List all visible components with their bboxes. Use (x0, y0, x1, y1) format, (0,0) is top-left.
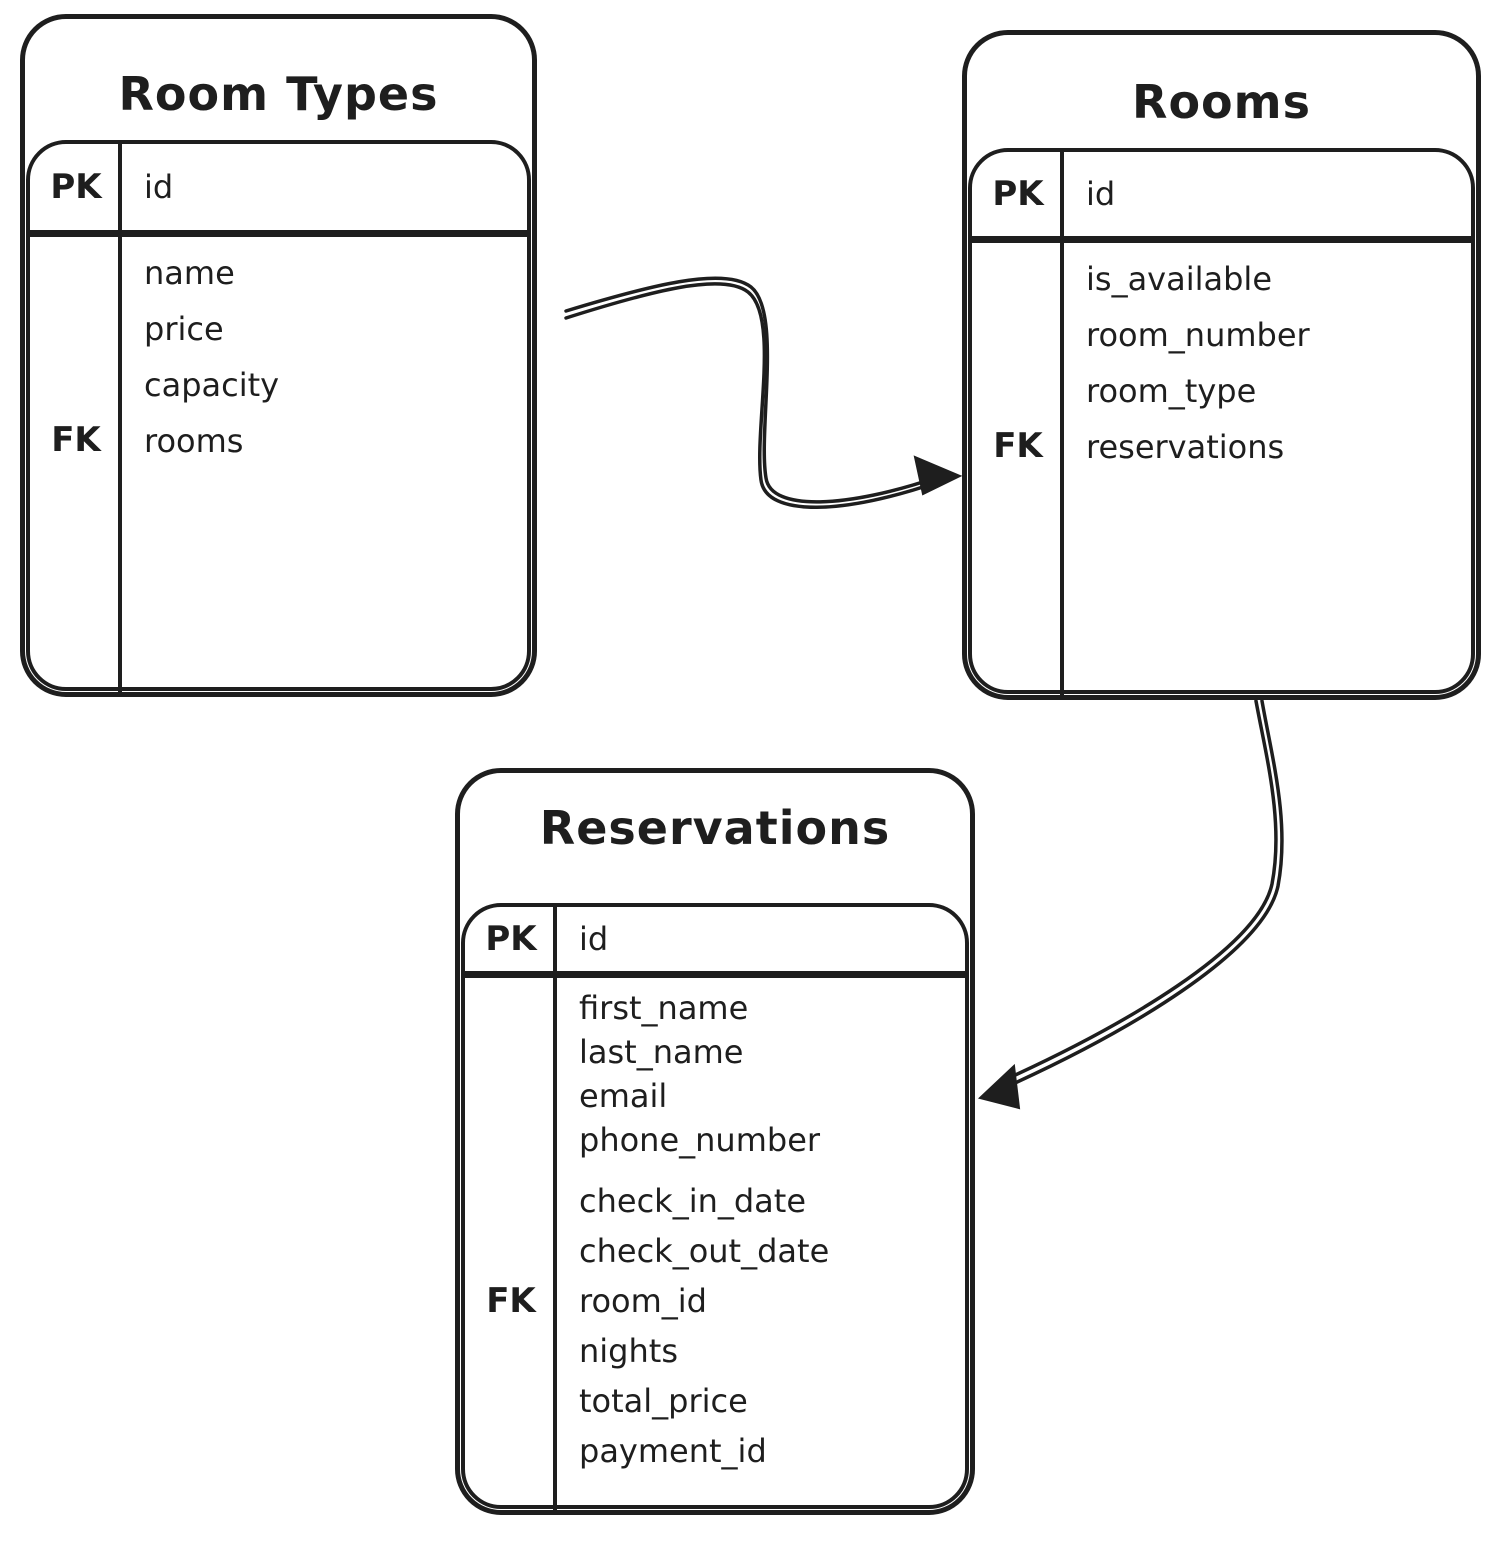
field-list: first_name last_name email phone_number … (465, 978, 965, 1476)
pk-field: id (579, 920, 609, 958)
field-row: room_id (579, 1282, 707, 1320)
entity-table-room-types[interactable]: Room Types PK id name price capacity roo… (20, 14, 537, 697)
primary-key-row: PK id (30, 144, 527, 237)
key-column-divider (553, 907, 557, 1514)
field-row: check_out_date (579, 1232, 830, 1270)
fk-label: FK (993, 426, 1043, 466)
fk-label: FK (51, 420, 101, 460)
field-row: room_type (1086, 372, 1257, 410)
field-list: is_available room_number room_type reser… (972, 243, 1471, 475)
field-row: is_available (1086, 260, 1272, 298)
primary-key-row: PK id (465, 907, 965, 978)
field-row: last_name (579, 1033, 744, 1071)
pk-field: id (1086, 175, 1116, 213)
field-list: name price capacity rooms (30, 237, 527, 469)
field-row: check_in_date (579, 1182, 807, 1220)
primary-key-row: PK id (972, 152, 1471, 243)
field-row: total_price (579, 1382, 748, 1420)
key-column-divider (1060, 152, 1064, 699)
field-row: rooms (144, 422, 244, 460)
relation-arrow-rooms-to-reservations[interactable] (977, 699, 1284, 1110)
entity-fields-panel: PK id name price capacity rooms FK (26, 140, 531, 696)
field-row: reservations (1086, 428, 1285, 466)
entity-fields-panel: PK id is_available room_number room_type… (968, 148, 1475, 699)
field-row: payment_id (579, 1432, 767, 1470)
pk-label: PK (50, 167, 102, 207)
field-row: room_number (1086, 316, 1310, 354)
field-row: email (579, 1077, 668, 1115)
field-row: name (144, 254, 235, 292)
field-row: phone_number (579, 1121, 821, 1159)
entity-title: Room Types (118, 67, 439, 121)
pk-label: PK (485, 919, 537, 959)
entity-table-reservations[interactable]: Reservations PK id first_name last_name … (455, 768, 975, 1515)
relation-arrow-room-types-to-rooms[interactable] (564, 276, 963, 509)
key-column-divider (118, 144, 122, 696)
entity-title: Reservations (539, 801, 891, 855)
entity-fields-panel: PK id first_name last_name email phone_n… (461, 903, 969, 1514)
entity-title: Rooms (1132, 75, 1311, 129)
pk-label: PK (992, 174, 1044, 214)
field-row: first_name (579, 989, 749, 1027)
fk-label: FK (486, 1281, 536, 1321)
field-row: capacity (144, 366, 280, 404)
field-row: price (144, 310, 224, 348)
field-row: nights (579, 1332, 678, 1370)
pk-field: id (144, 168, 174, 206)
entity-table-rooms[interactable]: Rooms PK id is_available room_number roo… (962, 30, 1481, 700)
